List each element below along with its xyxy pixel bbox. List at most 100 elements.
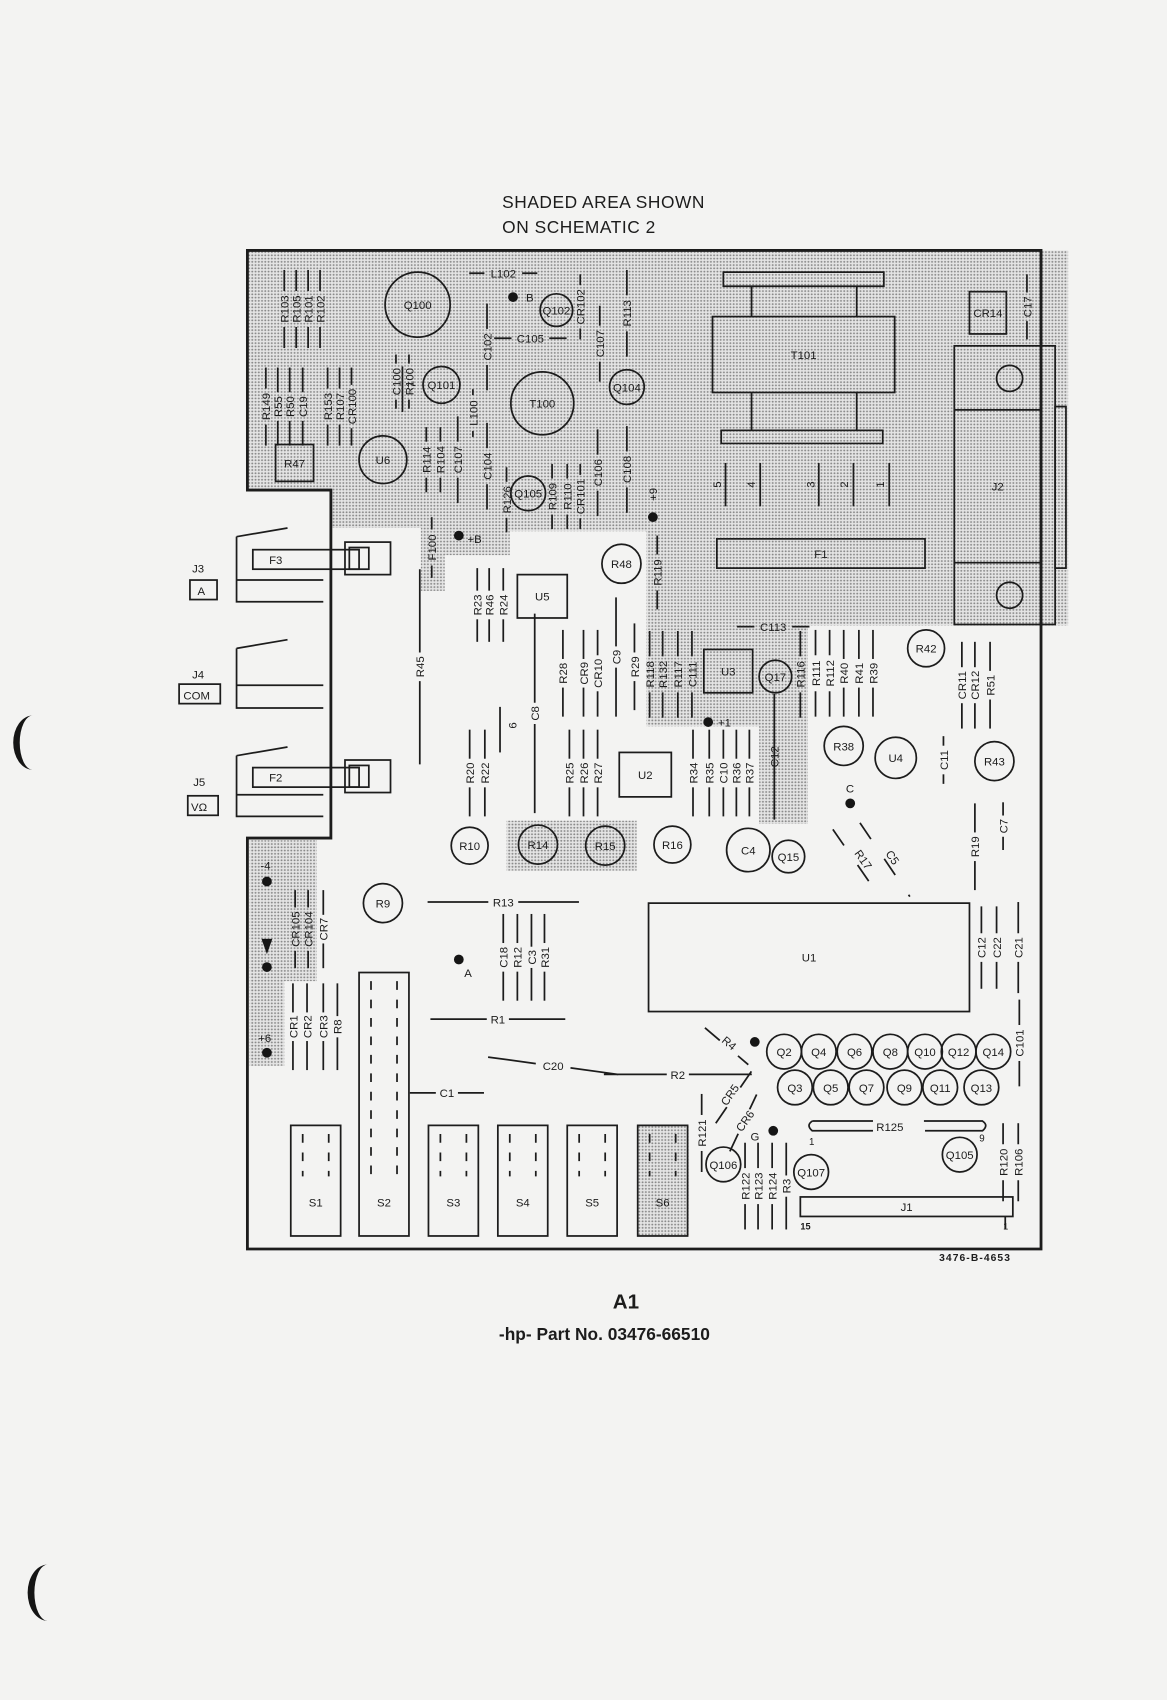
- part-label: L100: [468, 400, 480, 425]
- part-label: R38: [833, 741, 854, 753]
- part-label: Q7: [859, 1083, 874, 1095]
- part-c107: C107: [595, 305, 607, 382]
- part-cr102: CR102: [576, 274, 588, 340]
- part-cr7: CR7: [319, 890, 331, 969]
- part-r50: R50: [285, 367, 297, 446]
- header-line-1: SHADED AREA SHOWN: [502, 192, 705, 212]
- test-point-label: +6: [258, 1033, 271, 1045]
- part-label: R23: [473, 595, 485, 616]
- part-label: CR12: [970, 671, 982, 700]
- part-c19: C19: [298, 367, 310, 446]
- part-cr11: CR11: [957, 641, 969, 729]
- t101-pin-4: 4: [746, 462, 762, 507]
- t101-pin-1: 1: [875, 462, 891, 507]
- part-label: R110: [563, 483, 575, 509]
- part-label: R37: [745, 763, 757, 784]
- part-label: Q15: [778, 852, 800, 864]
- part-label: R17: [852, 848, 874, 872]
- test-point-label: -4: [260, 861, 270, 873]
- part-label: CR9: [579, 662, 591, 685]
- j3-box-label: A: [198, 586, 206, 598]
- test-point--9: +9: [648, 488, 660, 523]
- part-r40: R40: [839, 629, 851, 717]
- part-label: R105: [292, 295, 304, 322]
- part-label: Q105: [946, 1150, 974, 1162]
- part-c104: C104: [482, 422, 494, 510]
- test-point-c: C: [845, 784, 856, 809]
- part-label: U6: [376, 455, 391, 467]
- part-r111: R111: [811, 629, 823, 717]
- part-label: C107: [595, 330, 607, 357]
- part-label: R116: [796, 661, 808, 687]
- j5-box-label: VΩ: [191, 802, 208, 814]
- pin-label: 2: [839, 481, 851, 487]
- part-r117: R117: [673, 630, 685, 718]
- part-r113: R113: [622, 269, 634, 357]
- part-label: R28: [558, 663, 570, 684]
- switch-s3: S3: [427, 1124, 480, 1237]
- part-c17: C17: [1022, 274, 1034, 340]
- part-r37: R37: [745, 729, 757, 817]
- j4-label: J4: [192, 670, 204, 682]
- part-r20: R20: [465, 729, 477, 817]
- part-label: R42: [916, 644, 937, 656]
- part-l102: L102: [469, 269, 538, 281]
- r125-pin-9-label: 9: [979, 1134, 984, 1145]
- part-r46: R46: [485, 568, 497, 642]
- part-label: R119: [653, 559, 665, 585]
- part-label: R16: [662, 840, 683, 852]
- part-label: C101: [1015, 1029, 1027, 1056]
- part-u4: U4: [874, 736, 918, 780]
- part-q105: Q105: [509, 475, 547, 512]
- part-cr1: CR1: [288, 983, 300, 1071]
- part-q107: Q107: [792, 1153, 830, 1191]
- part-q102: Q102: [539, 292, 574, 328]
- fuse-f2-label: F2: [269, 773, 282, 785]
- part-label: Q8: [883, 1047, 898, 1059]
- part-label: R107: [335, 393, 347, 420]
- switch-s5: S5: [566, 1124, 618, 1237]
- part-q7: Q7: [848, 1069, 885, 1106]
- part-label: R9: [376, 898, 391, 910]
- binder-hole-upper: [13, 715, 33, 770]
- part-r38: R38: [823, 725, 865, 767]
- part-u1: U1: [647, 902, 971, 1013]
- part-c106: C106: [593, 429, 605, 517]
- test-point-g: G: [750, 1125, 779, 1144]
- part-label: R45: [415, 656, 427, 677]
- part-j1: J1: [799, 1196, 1014, 1218]
- part-r149: R149: [261, 367, 273, 446]
- test-point-b: B: [508, 292, 534, 304]
- part-c7: C7: [998, 802, 1010, 850]
- part-label: R8: [333, 1019, 345, 1034]
- part-c9: C9: [611, 597, 623, 717]
- part-r27: R27: [593, 729, 605, 817]
- part-c12: C12: [977, 906, 989, 989]
- part-r8: R8: [333, 983, 345, 1071]
- part-r28: R28: [558, 629, 570, 717]
- part-label: C106: [593, 459, 605, 486]
- part-label: CR101: [576, 479, 588, 514]
- part-label: J1: [901, 1202, 913, 1214]
- part-r12: R12: [513, 913, 525, 1001]
- part-q13: Q13: [963, 1069, 1000, 1106]
- switch-s4: S4: [496, 1124, 549, 1237]
- part-label: C21: [1014, 937, 1026, 958]
- part-c12: C12: [770, 739, 782, 775]
- part-label: C105: [517, 334, 544, 346]
- part-r36: R36: [732, 729, 744, 817]
- part-label: R40: [839, 663, 851, 684]
- part-label: R1: [491, 1014, 506, 1026]
- part-q100: Q100: [384, 271, 452, 339]
- part-label: R113: [622, 300, 634, 326]
- part-c1: C1: [409, 1088, 484, 1100]
- part-r9: R9: [362, 882, 404, 924]
- part-c4: C4: [725, 827, 771, 873]
- part-u5: U5: [516, 573, 569, 619]
- part-label: R47: [284, 458, 305, 470]
- part-label: C12: [770, 746, 782, 767]
- test-point-a: A: [453, 954, 472, 980]
- part-cr104: CR104: [303, 890, 315, 969]
- part-q14: Q14: [975, 1033, 1012, 1070]
